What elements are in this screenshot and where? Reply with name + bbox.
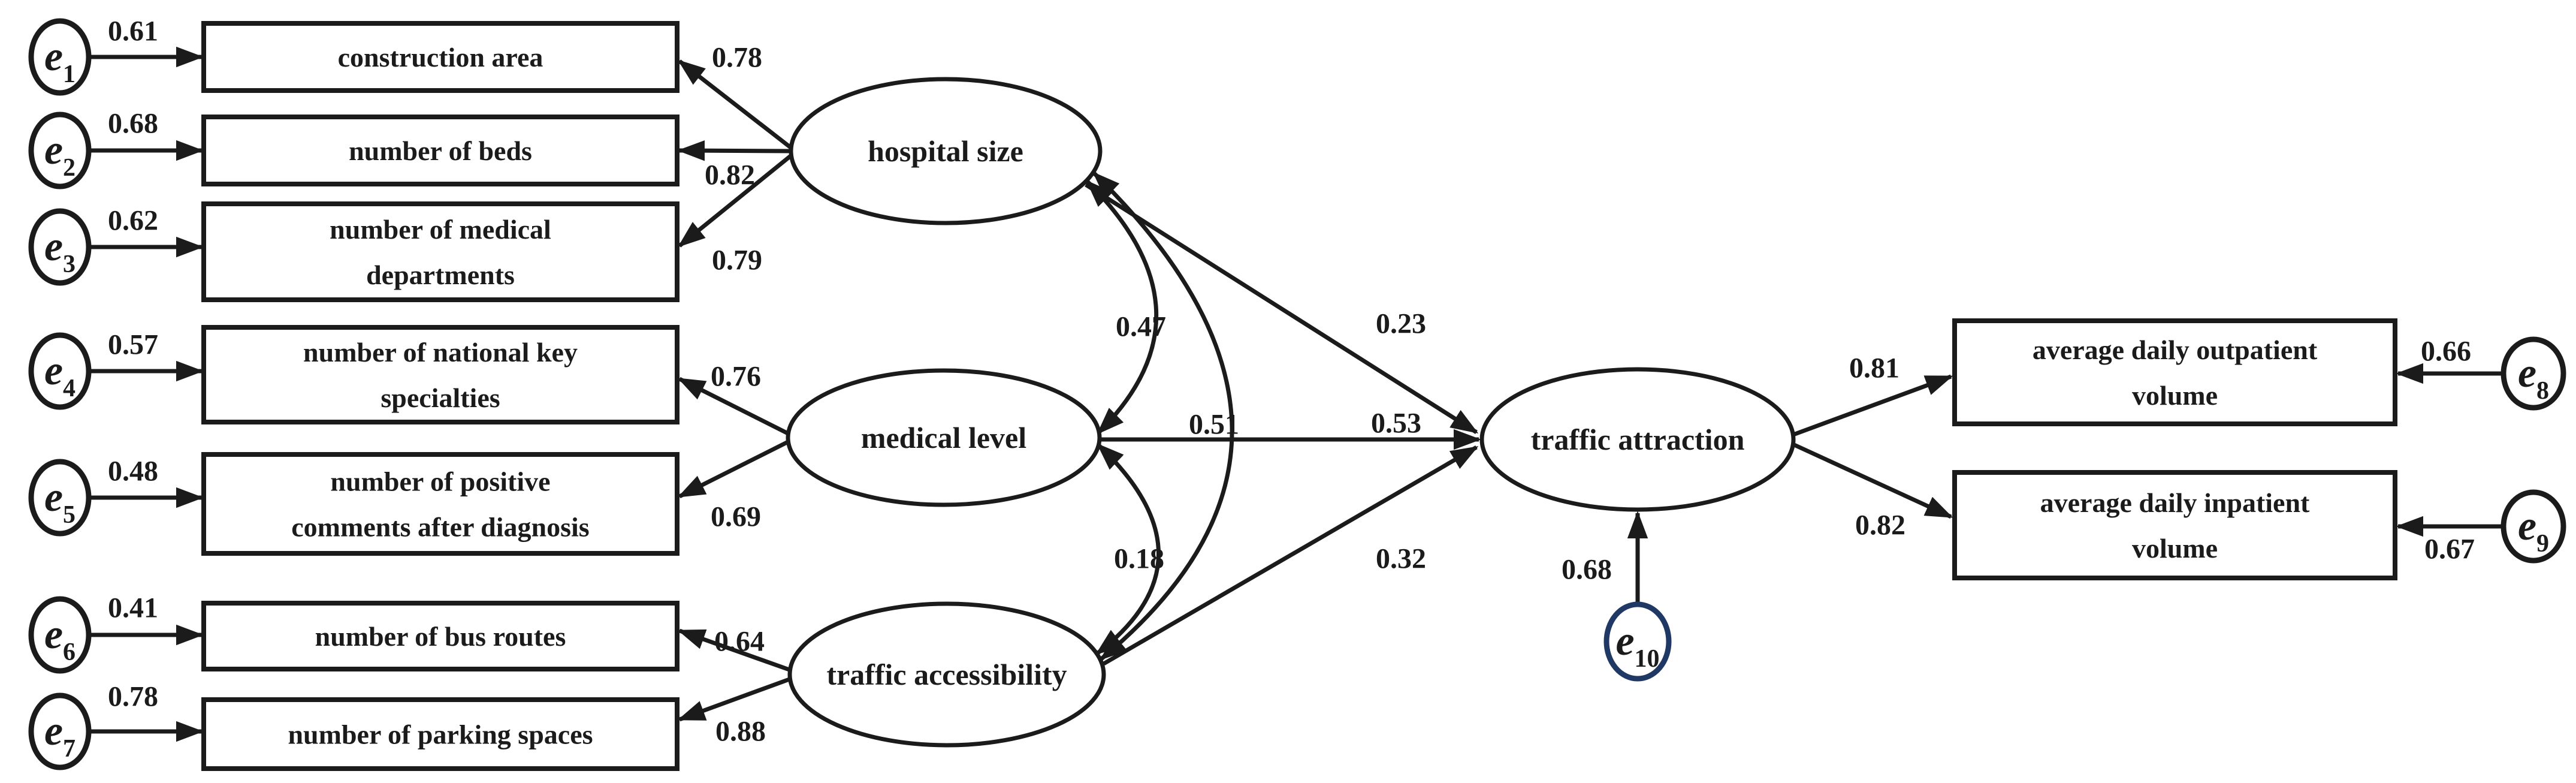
error-weight-e5: 0.48 <box>108 456 158 487</box>
loading-value-traffic_accessibility-x7: 0.88 <box>715 716 766 748</box>
loading-arrow-medical_level-x5 <box>677 439 790 499</box>
error-symbol-e1: e1 <box>44 34 76 88</box>
latent-ellipse-medical_level <box>786 368 1102 507</box>
path-value-hospital_size-traffic_attraction: 0.23 <box>1376 308 1426 340</box>
observed-rect-x3 <box>201 201 680 302</box>
loading-arrow-hospital_size-x1 <box>677 59 794 150</box>
loading-value-hospital_size-x3: 0.79 <box>712 245 762 276</box>
observed-rect-x2 <box>201 115 680 186</box>
error-symbol-e2: e2 <box>44 127 76 182</box>
path-value-medical_level-traffic_attraction: 0.53 <box>1371 408 1421 439</box>
loading-value-medical_level-x5: 0.69 <box>711 501 761 533</box>
observed-label-x7: number of parking spaces <box>288 719 593 749</box>
error-circle-e3 <box>28 208 92 286</box>
loading-arrow-medical_level-x4 <box>677 377 790 436</box>
loading-arrow-traffic_accessibility-x7 <box>677 676 792 722</box>
loading-value-hospital_size-x1: 0.78 <box>712 42 762 74</box>
error-weight-e7: 0.78 <box>108 681 158 713</box>
observed-rect-x5 <box>201 452 680 556</box>
loading-value-traffic_accessibility-x6: 0.64 <box>714 626 765 658</box>
error-weight-e4: 0.57 <box>108 329 158 361</box>
path-value-traffic_accessibility-traffic_attraction: 0.32 <box>1376 543 1426 575</box>
observed-label-x6: number of bus routes <box>315 621 566 652</box>
error-circle-e2 <box>28 112 92 189</box>
edges-layer <box>90 46 2502 742</box>
error-weight-e3: 0.62 <box>108 205 158 237</box>
error-symbol-e3: e3 <box>44 224 76 278</box>
covariance-arrow-hospital_size-medical_level <box>1086 180 1159 435</box>
latent-ellipse-traffic_accessibility <box>787 601 1106 748</box>
observed-rect-x4 <box>201 325 680 424</box>
error-circle-e9 <box>2500 489 2566 564</box>
error-circle-e1 <box>28 18 92 96</box>
loading-value-traffic_attraction-y1: 0.81 <box>1849 353 1899 384</box>
error-circle-e7 <box>28 692 92 770</box>
observed-label-x1: construction area <box>338 42 543 73</box>
observed-rect-y1 <box>1952 318 2397 426</box>
latent-label-hospital_size: hospital size <box>868 134 1023 168</box>
nodes-layer <box>28 18 2566 771</box>
observed-rect-x1 <box>201 21 680 93</box>
error-symbol-e4: e4 <box>44 348 76 402</box>
error-symbol-e9: e9 <box>2518 503 2549 558</box>
latent-ellipse-hospital_size <box>789 77 1103 225</box>
error-weight-e2: 0.68 <box>108 108 158 140</box>
error-circle-e8 <box>2500 336 2566 411</box>
observed-rect-x7 <box>201 697 680 771</box>
error-weight-e9: 0.67 <box>2424 534 2475 565</box>
latent-ellipse-traffic_attraction <box>1479 367 1796 512</box>
error-symbol-e10: e10 <box>1615 618 1659 673</box>
path-arrow-traffic_accessibility-traffic_attraction <box>1103 445 1479 666</box>
covariance-value-hospital_size-medical_level: 0.47 <box>1116 311 1166 343</box>
loading-value-hospital_size-x2: 0.82 <box>705 159 755 191</box>
error-circle-e6 <box>28 596 92 674</box>
loading-arrow-hospital_size-x2 <box>677 140 792 161</box>
error-symbol-e5: e5 <box>44 474 76 529</box>
loading-arrow-traffic_accessibility-x6 <box>677 628 792 673</box>
error-circle-e4 <box>28 332 92 410</box>
error-weight-e6: 0.41 <box>108 592 158 624</box>
covariance-value-hospital_size-traffic_accessibility: 0.51 <box>1189 409 1239 441</box>
error-symbol-e8: e8 <box>2518 350 2549 405</box>
observed-label-x2: number of beds <box>349 135 532 166</box>
error-weight-e8: 0.66 <box>2421 336 2471 368</box>
loading-value-traffic_attraction-y2: 0.82 <box>1855 510 1905 541</box>
latent-label-medical_level: medical level <box>861 421 1026 454</box>
covariance-arrow-medical_level-traffic_accessibility <box>1095 443 1161 655</box>
loading-arrow-traffic_attraction-y1 <box>1790 374 1953 438</box>
loading-value-medical_level-x4: 0.76 <box>711 361 761 393</box>
error-symbol-e6: e6 <box>44 612 76 666</box>
labels-layer: e1 0.61 e2 0.68 e3 0.62 e4 0.57 e5 0.48 e6 0.41 e7 0.… <box>44 16 2549 763</box>
error-circle-e5 <box>28 459 92 537</box>
latent-label-traffic_accessibility: traffic accessibility <box>826 658 1067 691</box>
covariance-value-medical_level-traffic_accessibility: 0.18 <box>1114 543 1164 575</box>
error-symbol-e7: e7 <box>44 708 76 763</box>
observed-rect-x6 <box>201 601 680 671</box>
observed-rect-y2 <box>1952 470 2397 580</box>
loading-arrow-hospital_size-x3 <box>678 153 794 248</box>
path-arrow-hospital_size-traffic_attraction <box>1085 183 1479 434</box>
error-weight-e1: 0.61 <box>108 16 158 47</box>
covariance-arrow-hospital_size-traffic_accessibility <box>1092 171 1234 661</box>
latent-label-traffic_attraction: traffic attraction <box>1531 423 1745 456</box>
error-circle-e10 <box>1603 601 1672 682</box>
error-weight-e10: 0.68 <box>1562 554 1612 586</box>
loading-arrow-traffic_attraction-y2 <box>1790 441 1953 519</box>
